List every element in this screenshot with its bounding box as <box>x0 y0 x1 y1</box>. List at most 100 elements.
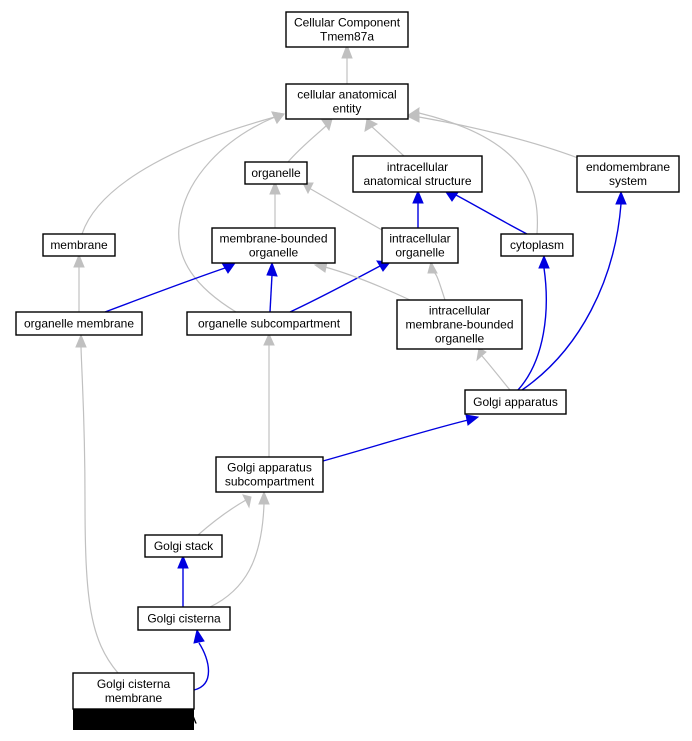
node-om[interactable]: organelle membrane <box>15 311 143 336</box>
edge-arrowhead <box>75 333 87 348</box>
node-organelle[interactable]: organelle <box>244 161 308 185</box>
node-label-line: intracellular <box>429 304 490 318</box>
edge-line <box>287 125 327 163</box>
node-box <box>144 534 223 558</box>
edge-om-is_a-membrane <box>73 253 85 312</box>
edge-line <box>324 266 411 301</box>
edge-om-part_of-mbo <box>104 262 236 313</box>
edge-arrowhead <box>258 490 270 505</box>
node-label-line: organelle subcompartment <box>198 317 341 331</box>
node-label-line: Golgi apparatus <box>473 395 558 409</box>
edge-arrowhead <box>476 347 487 362</box>
node-label-line: endomembrane <box>586 160 670 174</box>
edge-golgi-is_a-imbo <box>476 347 511 391</box>
gene-cell <box>124 709 194 730</box>
edge-line <box>104 267 226 313</box>
edge-line <box>432 272 446 301</box>
edge-arrowhead <box>465 414 480 426</box>
edge-arrowhead <box>538 254 550 269</box>
node-cyto[interactable]: cytoplasm <box>500 233 574 257</box>
edge-ias-is_a-cae <box>364 118 405 157</box>
edge-line <box>269 274 273 313</box>
node-box <box>215 456 324 493</box>
node-label-line: Golgi stack <box>154 539 214 553</box>
edge-arrowhead <box>266 261 278 277</box>
node-label-line: organelle <box>435 332 485 346</box>
node-label-line: intracellular <box>387 160 448 174</box>
edge-line <box>80 346 119 674</box>
edge-io-part_of-ias <box>412 189 424 228</box>
node-label-line: cellular anatomical <box>297 88 396 102</box>
edge-line <box>418 116 579 159</box>
edge-arrowhead <box>193 628 205 644</box>
edge-gstack-is_a-gas <box>197 494 252 536</box>
edge-gcm-part_of-gcist <box>193 628 210 691</box>
edge-imbo-is_a-io <box>427 260 446 301</box>
node-label-line: anatomical structure <box>363 174 471 188</box>
node-gstack[interactable]: Golgi stack <box>144 534 223 558</box>
edge-line <box>521 203 622 391</box>
node-os[interactable]: organelle subcompartment <box>186 311 352 336</box>
node-box <box>285 83 409 120</box>
node-box <box>381 227 459 264</box>
edge-line <box>308 187 383 231</box>
edge-golgi-part_of-cyto <box>517 254 550 391</box>
edge-line <box>193 642 210 691</box>
edge-cyto-is_a-cae <box>405 106 539 235</box>
node-box <box>500 233 574 257</box>
node-golgi[interactable]: Golgi apparatus <box>464 389 567 415</box>
edge-gas-is_a-os <box>263 332 275 457</box>
node-label-line: organelle membrane <box>24 317 134 331</box>
edge-line <box>418 112 539 235</box>
edge-line <box>209 503 265 608</box>
edge-arrowhead <box>405 106 420 119</box>
node-box <box>396 299 523 350</box>
edge-line <box>453 193 528 235</box>
node-label-line: Cellular Component <box>294 16 401 30</box>
edge-gas-part_of-golgi <box>322 414 480 462</box>
node-box <box>137 606 231 631</box>
node-box <box>352 155 483 193</box>
node-label-line: Golgi apparatus <box>227 461 312 475</box>
edge-line <box>178 116 276 313</box>
node-label-line: Tmem87a <box>320 30 374 44</box>
node-label-line: Golgi cisterna <box>147 612 221 626</box>
edge-arrowhead <box>242 494 252 509</box>
edge-golgi-part_of-endo <box>521 190 627 391</box>
edge-gcist-part_of-gstack <box>177 554 189 607</box>
node-label-line: membrane <box>105 691 163 705</box>
node-box <box>186 311 352 336</box>
edge-os-part_of-io <box>289 260 391 313</box>
edge-endo-is_a-cae <box>405 111 579 159</box>
edge-mbo-is_a-organelle <box>269 180 281 228</box>
edge-gcm-is_a-om <box>75 333 119 674</box>
node-gcist[interactable]: Golgi cisterna <box>137 606 231 631</box>
edge-gcist-is_a-gas <box>209 490 270 608</box>
species-cell <box>73 709 124 730</box>
edge-arrowhead <box>615 190 627 205</box>
edge-os-is_a-cae <box>178 111 285 313</box>
species-label: Human <box>73 711 125 728</box>
edge-line <box>322 419 469 462</box>
edge-arrowhead <box>341 43 353 59</box>
node-box <box>72 672 195 710</box>
edge-line <box>289 265 381 313</box>
node-box <box>15 311 143 336</box>
node-membrane[interactable]: membrane <box>42 233 116 257</box>
node-label-line: membrane <box>50 238 108 252</box>
node-box <box>576 155 680 193</box>
edge-arrowhead <box>263 332 275 346</box>
node-box <box>464 389 567 415</box>
edge-os-part_of-mbo <box>266 261 278 313</box>
edge-arrowhead <box>269 180 281 195</box>
node-label-line: organelle <box>249 246 299 260</box>
